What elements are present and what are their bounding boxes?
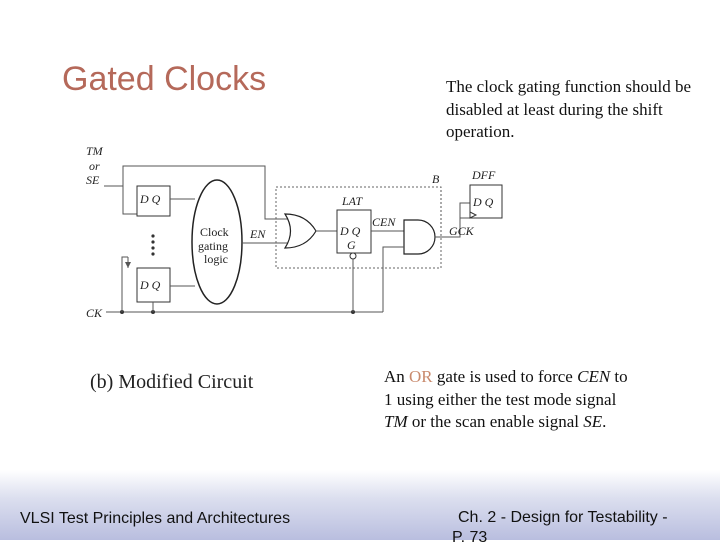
cen-label: CEN (372, 215, 396, 229)
dff-label: DFF (471, 168, 496, 182)
note-text: The clock gating function should be disa… (446, 77, 692, 141)
clock-gating-logic (191, 179, 243, 305)
or-label: or (89, 159, 100, 173)
or-highlight: OR (409, 367, 433, 386)
dff-bottom-dq: D Q (139, 278, 161, 292)
dff-right (469, 184, 503, 219)
cgl-line1: Clock (200, 225, 229, 239)
se-label: SE (86, 173, 100, 187)
gck-wire (435, 202, 470, 238)
slide-title: Gated Clocks (62, 60, 267, 98)
dff-right-dq: D Q (472, 195, 494, 209)
dff-top-dq: D Q (139, 192, 161, 206)
footer-book-title: VLSI Test Principles and Architectures (20, 510, 291, 527)
lat-label: LAT (341, 194, 364, 208)
explanation-text: An OR gate is used to force CEN to 1 usi… (384, 367, 628, 431)
and-gate (403, 219, 436, 255)
or-gate (283, 213, 317, 249)
cgl-line3: logic (204, 252, 228, 266)
latch-enable-inverter-bubble (349, 252, 357, 260)
cgl-line2: gating (198, 239, 228, 253)
tm-label: TM (86, 144, 104, 158)
footer-chapter: Ch. 2 - Design for Testability - (458, 509, 668, 526)
figure-caption: (b) Modified Circuit (90, 371, 254, 393)
en-label: EN (249, 227, 266, 241)
latch-dq: D Q (339, 224, 361, 238)
footer-page: P. 73 (452, 529, 488, 546)
footer-band (0, 470, 720, 540)
tm-se-wire (104, 165, 288, 220)
ck-label: CK (86, 306, 103, 320)
latch (336, 209, 372, 254)
b-label: B (432, 172, 440, 186)
scan-wire-top (122, 166, 137, 215)
gck-label: GCK (449, 224, 475, 238)
latch-g: G (347, 238, 356, 252)
dff-top (136, 185, 171, 217)
